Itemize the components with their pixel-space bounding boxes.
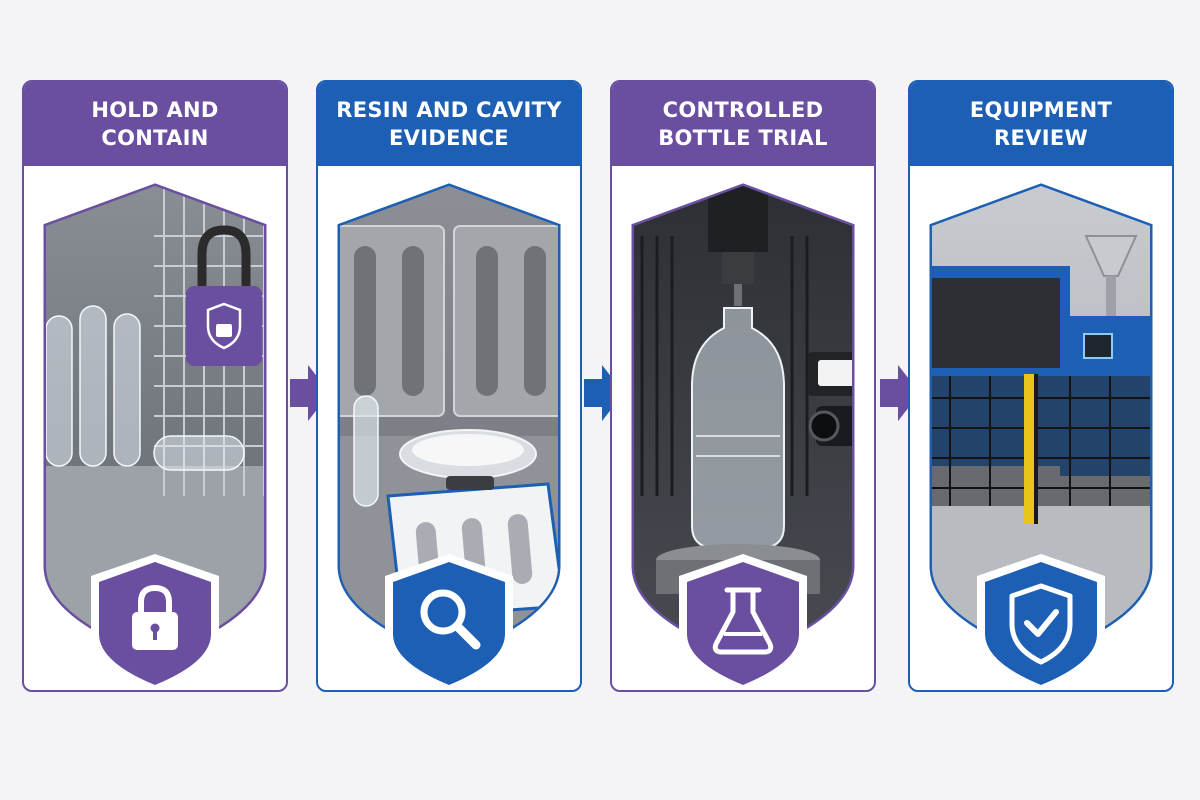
padlock-icon	[132, 584, 178, 650]
step-illustration	[337, 183, 561, 690]
padlock-badge	[91, 554, 219, 690]
padlock-on-cage	[186, 225, 262, 366]
step-title: RESIN AND CAVITY EVIDENCE	[318, 82, 580, 166]
safety-fence	[932, 374, 1150, 524]
flask-badge	[679, 554, 807, 690]
shield-check-icon	[1009, 583, 1073, 665]
preform-sample	[353, 395, 379, 507]
preform-mold	[340, 225, 558, 417]
resin-pellet-dish	[399, 429, 537, 479]
step-title: CONTROLLED BOTTLE TRIAL	[612, 82, 874, 166]
magnifier-icon	[420, 589, 481, 650]
background-slats	[640, 236, 809, 496]
test-rig-nozzle	[708, 186, 768, 306]
step-illustration	[929, 183, 1153, 690]
step-panel-controlled-bottle-trial: CONTROLLED BOTTLE TRIAL	[610, 80, 876, 692]
flow-arrow-2-to-3	[584, 365, 624, 421]
preform-tubes	[46, 305, 245, 471]
step-title: HOLD AND CONTAIN	[24, 82, 286, 166]
test-bottle	[691, 307, 785, 549]
step-panel-equipment-review: EQUIPMENT REVIEW	[908, 80, 1174, 692]
step-illustration	[631, 183, 855, 690]
step-illustration	[43, 183, 267, 690]
flow-arrow-1-to-2	[290, 365, 330, 421]
step-title: EQUIPMENT REVIEW	[910, 82, 1172, 166]
step-panel-hold-and-contain: HOLD AND CONTAIN	[22, 80, 288, 692]
magnifier-badge	[385, 554, 513, 690]
flow-arrow-3-to-4	[880, 365, 920, 421]
shield-check-badge	[977, 554, 1105, 690]
flask-icon	[712, 587, 774, 655]
step-panel-resin-and-cavity-evidence: RESIN AND CAVITY EVIDENCE	[316, 80, 582, 692]
inspection-camera	[808, 352, 852, 446]
